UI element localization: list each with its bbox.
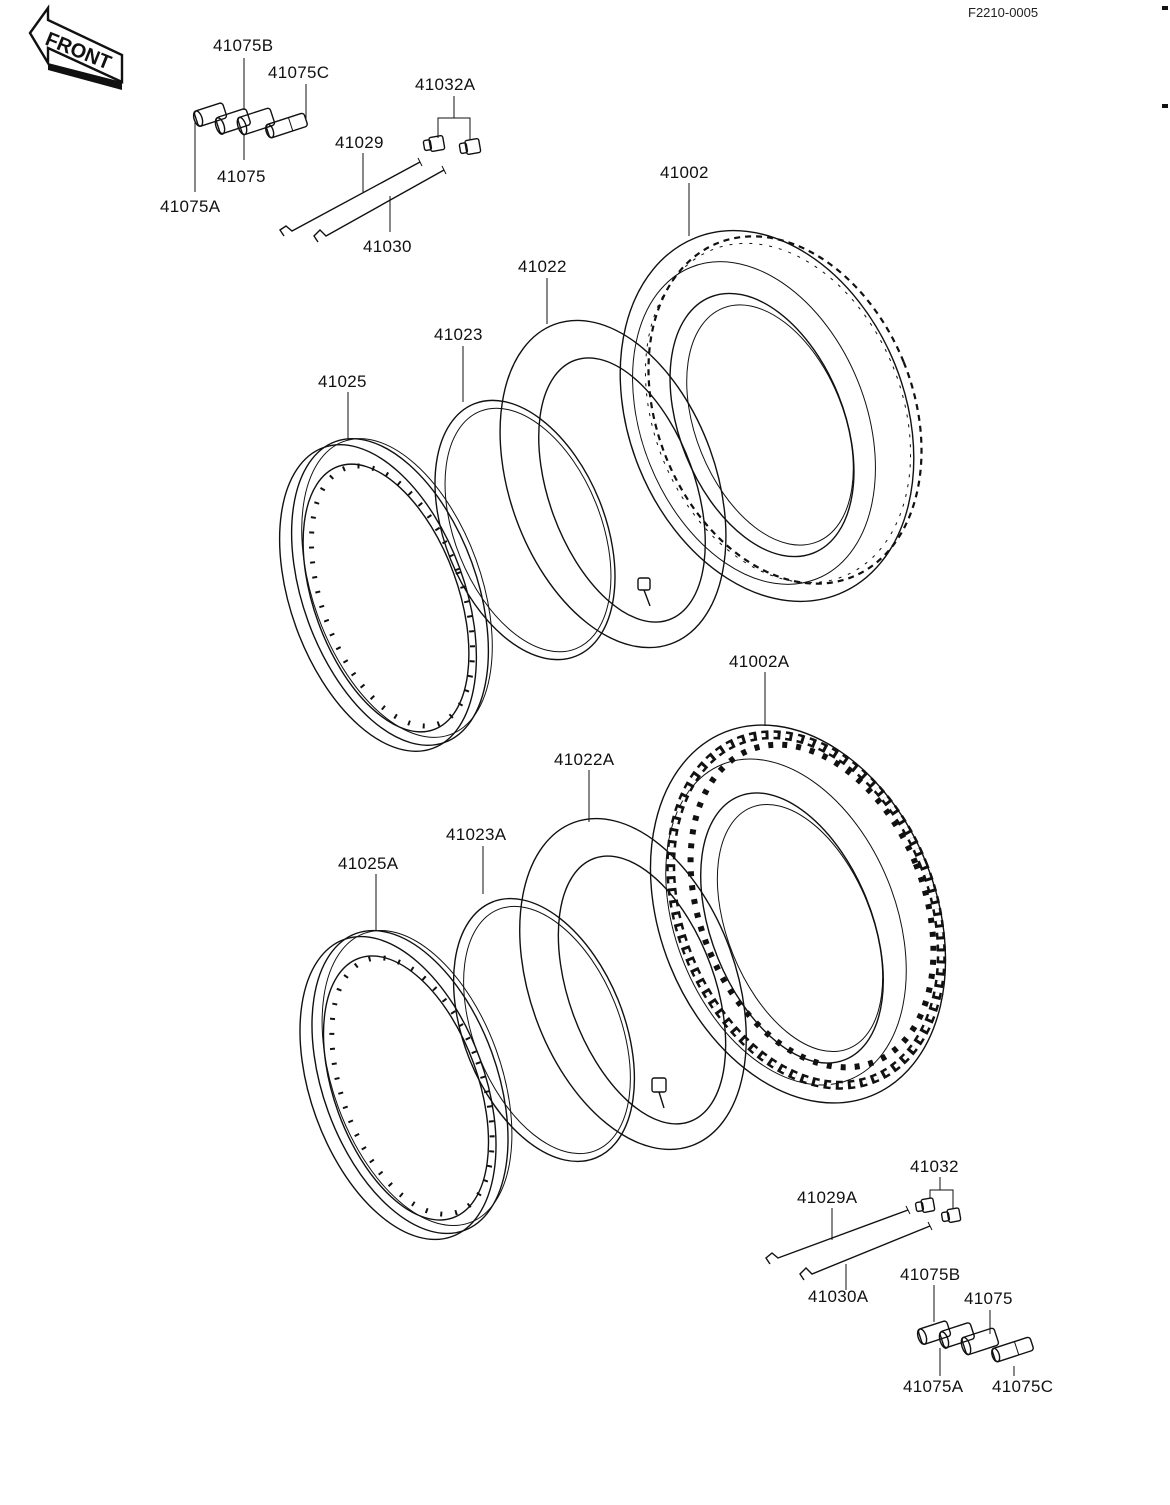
reference-code: F2210-0005	[968, 5, 1038, 20]
spokes-top	[279, 157, 447, 243]
label-41032A: 41032A	[415, 75, 476, 94]
label-41075-bottom: 41075	[964, 1289, 1013, 1308]
tire-41002	[619, 229, 923, 603]
label-41022: 41022	[518, 257, 567, 276]
label-41032: 41032	[910, 1157, 959, 1176]
edge-mark	[1162, 104, 1168, 108]
rim-41025	[278, 438, 493, 752]
label-41029A: 41029A	[797, 1188, 858, 1207]
valve-stem-icon	[651, 1077, 667, 1093]
valve-stem-icon	[637, 577, 651, 591]
label-41030: 41030	[363, 237, 412, 256]
label-41029: 41029	[335, 133, 384, 152]
leader-line	[929, 1189, 954, 1208]
label-41075C-top: 41075C	[268, 63, 329, 82]
nipple-41032	[914, 1197, 962, 1223]
label-41030A: 41030A	[808, 1287, 869, 1306]
label-41025A: 41025A	[338, 854, 399, 873]
nipple-41032A	[422, 135, 482, 155]
label-41075B-bottom: 41075B	[900, 1265, 960, 1284]
label-41025: 41025	[318, 372, 367, 391]
label-41075-top: 41075	[217, 167, 266, 186]
edge-mark	[1162, 6, 1168, 10]
rim-41025A	[299, 929, 513, 1241]
spoke-nipple-set-bottom	[916, 1320, 1034, 1363]
rim-band-41023	[434, 399, 616, 661]
label-41023: 41023	[434, 325, 483, 344]
label-41022A: 41022A	[554, 750, 615, 769]
label-41075A-bottom: 41075A	[903, 1377, 964, 1396]
tube-41022A	[519, 817, 747, 1151]
tire-41002A	[649, 724, 947, 1104]
label-41075C-bottom: 41075C	[992, 1377, 1053, 1396]
spoke-nipple-set-top	[192, 102, 308, 139]
label-41023A: 41023A	[446, 825, 507, 844]
label-41075B-top: 41075B	[213, 36, 273, 55]
label-41075A-top: 41075A	[160, 197, 221, 216]
spokes-bottom	[765, 1205, 933, 1281]
tube-41022	[499, 319, 727, 649]
label-41002: 41002	[660, 163, 709, 182]
label-41002A: 41002A	[729, 652, 790, 671]
front-arrow-icon: FRONT	[28, 4, 124, 90]
